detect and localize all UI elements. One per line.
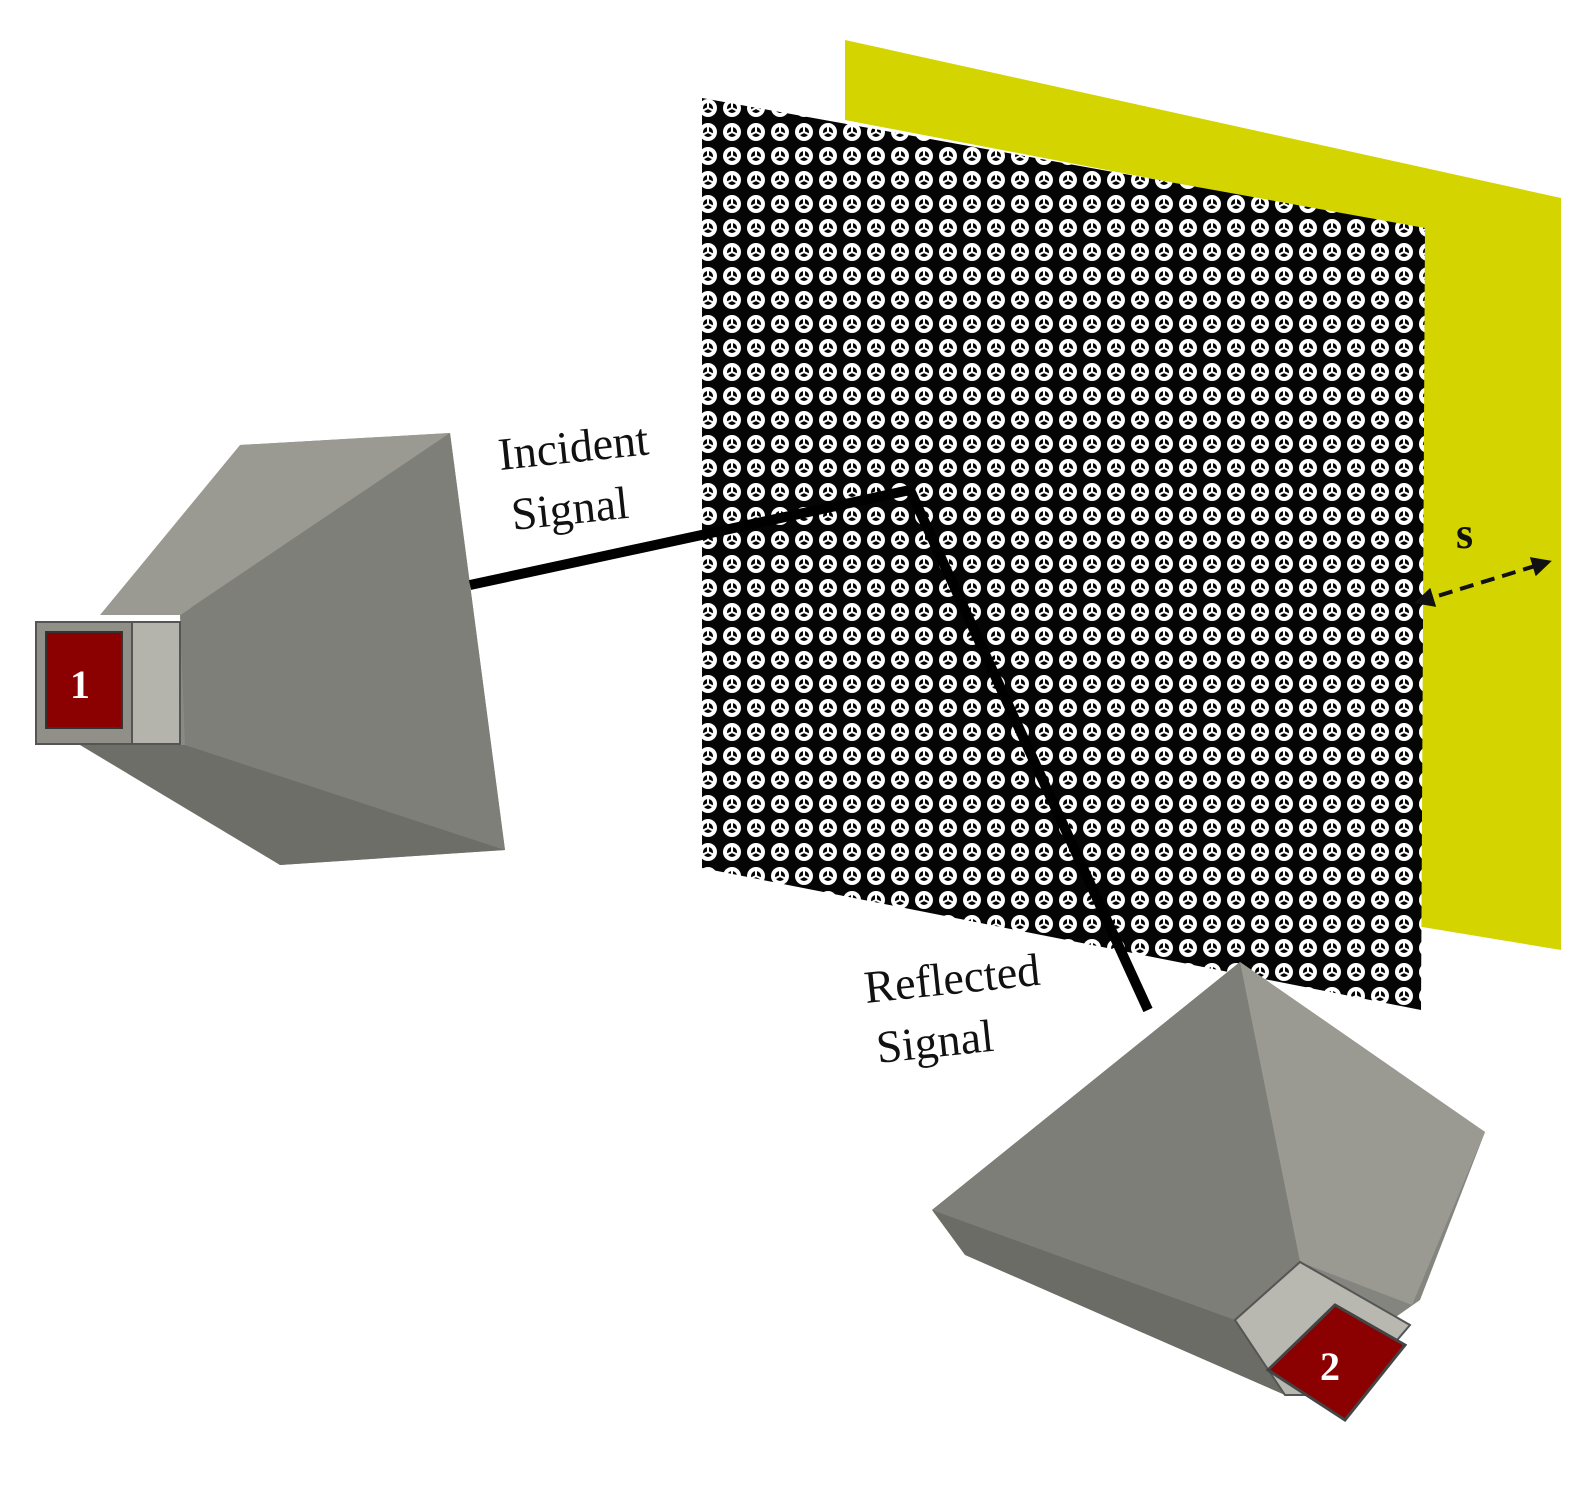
metasurface-array	[702, 98, 1425, 1010]
port-1-label: 1	[70, 662, 90, 707]
spacing-label: s	[1456, 509, 1473, 558]
incident-label-line1: Incident	[496, 413, 651, 479]
port-2-label: 2	[1320, 1344, 1340, 1389]
reflected-label-line1: Reflected	[862, 944, 1043, 1013]
reflected-label-line2: Signal	[874, 1010, 996, 1073]
incident-label-line2: Signal	[509, 477, 631, 540]
horn-antenna-2	[932, 962, 1485, 1420]
horn-antenna-1	[36, 433, 505, 865]
